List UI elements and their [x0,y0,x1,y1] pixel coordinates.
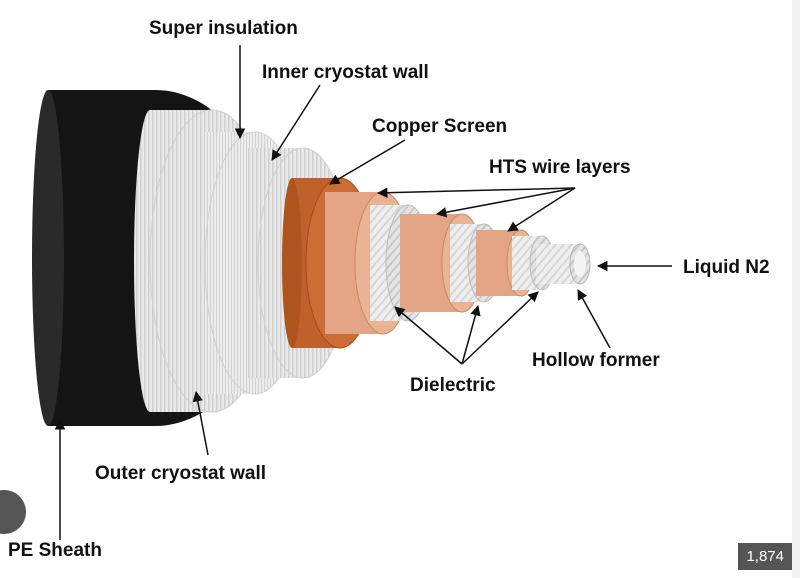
label-dielectric: Dielectric [410,375,496,396]
label-inner-cryostat-wall: Inner cryostat wall [262,62,429,83]
label-copper-screen: Copper Screen [372,116,508,137]
label-super-insulation: Super insulation [149,18,298,39]
count-badge: 1,874 [738,543,792,570]
leader-lines [54,45,672,540]
leader-dielectric-1 [394,306,463,365]
hollow-former-layer [536,243,591,285]
leader-hts-1 [376,187,576,199]
leader-dielectric-3 [461,291,539,365]
label-liquid-n2: Liquid N2 [683,257,770,278]
label-pe-sheath: PE Sheath [8,540,102,561]
label-hollow-former: Hollow former [532,350,660,371]
label-hts-wire-layers: HTS wire layers [489,157,631,178]
leader-dielectric-2 [461,304,481,365]
leader-inner-cryostat [271,84,321,161]
vertical-scrollbar[interactable] [792,0,800,578]
leader-hollow-former [577,289,611,349]
label-outer-cryostat-wall: Outer cryostat wall [95,463,267,484]
leader-copper-screen [329,139,406,185]
leader-hts-2 [435,187,576,218]
leader-hts-3 [507,187,576,232]
leader-outer-cryostat [192,390,209,456]
